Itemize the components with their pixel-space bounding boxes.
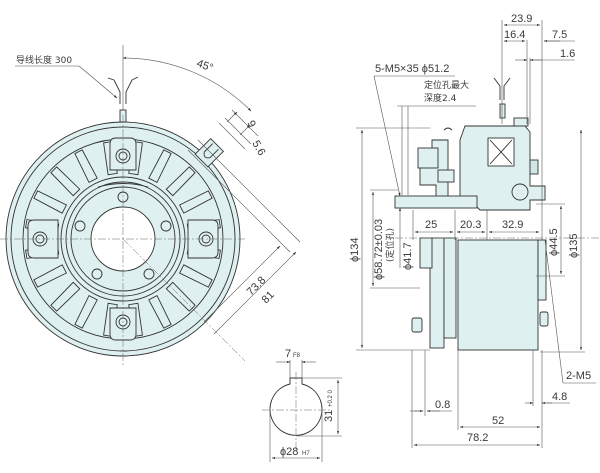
fin: [50, 281, 81, 312]
fin: [50, 166, 81, 197]
shaft-section: 7 F8 31 +0.2 0 ϕ28 H7: [262, 348, 342, 462]
dim-32-9: 32.9: [502, 219, 523, 231]
bore-tolerance: H7: [302, 451, 310, 457]
key-height: 31: [323, 410, 335, 422]
fin: [178, 264, 213, 288]
bolt-spec-label: 5-M5×35 ϕ51.2: [375, 63, 449, 75]
key-width-tolerance: F8: [293, 353, 301, 359]
terminal-dims: 9 5.6: [218, 109, 267, 158]
lead-wire: 导线长度 300: [15, 45, 139, 123]
terminal-width-9: 9: [244, 119, 257, 130]
locating-depth-label: 深度2.4: [424, 92, 457, 104]
angle-label: 45°: [195, 58, 215, 75]
front-view: 导线长度 300: [0, 45, 301, 365]
fin: [178, 190, 213, 214]
fin: [165, 166, 196, 197]
dim-4-8: 4.8: [552, 391, 567, 403]
fin: [74, 294, 98, 329]
key-height-tolerance: +0.2 0: [328, 389, 334, 407]
stator-lower: [457, 239, 539, 351]
fin: [148, 294, 172, 329]
dim-16-4: 16.4: [504, 29, 525, 41]
dim-0-8: 0.8: [435, 399, 450, 411]
radius-81: 81: [260, 289, 277, 306]
dim-52: 52: [492, 415, 504, 427]
locating-hole-note: (定位孔): [384, 228, 396, 262]
fin: [148, 149, 172, 184]
lead-wire-length-label: 导线长度 300: [16, 54, 72, 66]
locating-hole-label: 定位孔最大: [424, 79, 469, 91]
terminal-block: [194, 137, 225, 168]
dim-7-5: 7.5: [552, 29, 567, 41]
key-width: 7: [285, 348, 291, 360]
fin: [33, 264, 68, 288]
fin: [165, 281, 196, 312]
fin: [33, 190, 68, 214]
dia-58-72: ϕ58.72±0.03: [373, 219, 385, 280]
dim-23-9: 23.9: [511, 13, 532, 25]
screw-spec-label: 2-M5: [566, 370, 591, 382]
dim-20-3: 20.3: [460, 219, 481, 231]
dia-41-7: ϕ41.7: [402, 242, 414, 270]
dim-1-6: 1.6: [560, 48, 575, 60]
hub-flange: [394, 195, 478, 209]
dim-78-2: 78.2: [467, 432, 488, 444]
side-view: 5-M5×35 ϕ51.2 定位孔最大 深度2.4 23.9 16.4 7.5 …: [349, 13, 600, 448]
bore-diameter: ϕ28: [280, 446, 298, 458]
terminal-width-5-6: 5.6: [249, 139, 267, 158]
fin: [74, 149, 98, 184]
dia-135: ϕ135: [568, 233, 580, 258]
dia-44-5: ϕ44.5: [548, 228, 560, 256]
dia-134: ϕ134: [349, 237, 361, 262]
dim-25: 25: [425, 219, 437, 231]
